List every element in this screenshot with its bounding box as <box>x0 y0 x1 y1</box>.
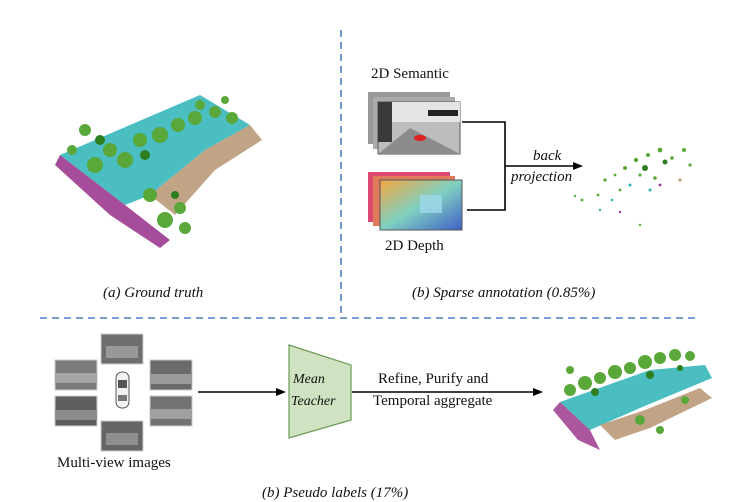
multi-view-images <box>54 333 193 452</box>
teacher-label-line1: Mean <box>293 372 325 387</box>
process-label-line2: Temporal aggregate <box>373 393 493 409</box>
pseudo-label-point-cloud <box>553 349 712 450</box>
mean-teacher-block <box>288 344 352 439</box>
car-icon <box>115 371 130 409</box>
ground-truth-caption: (a) Ground truth <box>103 285 204 301</box>
process-label-line1: Refine, Purify and <box>378 371 489 387</box>
semantic-label: 2D Semantic <box>371 66 449 82</box>
sparse-point-cloud <box>573 147 692 227</box>
pseudo-arrowhead <box>533 388 543 396</box>
back-projection-label-line2: projection <box>511 169 573 185</box>
depth-image-stack <box>368 172 463 231</box>
ground-truth-point-cloud <box>55 95 262 248</box>
semantic-image-stack <box>368 92 461 155</box>
sparse-annotation-caption: (b) Sparse annotation (0.85%) <box>412 285 596 301</box>
multi-view-label: Multi-view images <box>57 455 171 471</box>
teacher-label-line2: Teacher <box>291 394 336 409</box>
back-projection-label-line1: back <box>533 148 562 164</box>
semantic-connector <box>462 121 506 211</box>
views-arrowhead <box>276 388 286 396</box>
depth-label: 2D Depth <box>385 238 444 254</box>
pseudo-labels-caption: (b) Pseudo labels (17%) <box>262 485 409 501</box>
back-projection-arrowhead <box>573 162 583 170</box>
